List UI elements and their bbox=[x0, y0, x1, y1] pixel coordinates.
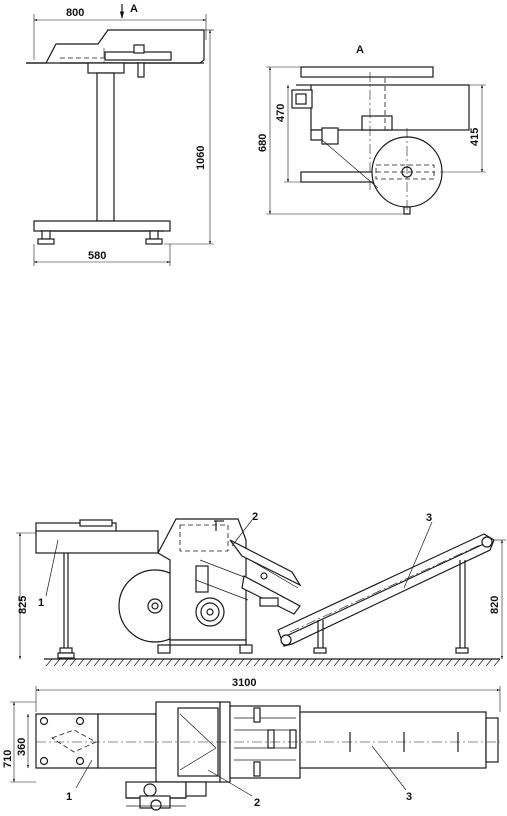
hatch-stroke bbox=[421, 658, 429, 667]
callout-leader-3 bbox=[403, 521, 433, 589]
callout-2: 2 bbox=[252, 511, 258, 523]
hatch-stroke bbox=[413, 658, 421, 667]
hatch-stroke bbox=[333, 658, 341, 667]
hatch-stroke bbox=[349, 658, 357, 667]
view-a: A 680 470 415 bbox=[257, 44, 486, 215]
callout-1: 1 bbox=[38, 597, 44, 609]
hatch-stroke bbox=[165, 658, 173, 667]
dim-width-outer: 710 bbox=[2, 750, 14, 768]
hatch-stroke bbox=[445, 658, 453, 667]
plan-callout-2: 2 bbox=[254, 797, 260, 809]
hatch-stroke bbox=[85, 658, 93, 667]
hatch-stroke bbox=[149, 658, 157, 667]
hatch-stroke bbox=[237, 658, 245, 667]
dim-left-height: 825 bbox=[17, 596, 29, 614]
hatch-stroke bbox=[173, 658, 181, 667]
hatch-stroke bbox=[77, 658, 85, 667]
top-plate bbox=[300, 66, 434, 78]
hatch-stroke bbox=[485, 658, 493, 667]
hatch-stroke bbox=[253, 658, 261, 667]
dim-inner-label: 470 bbox=[275, 104, 287, 122]
hatch-stroke bbox=[45, 658, 53, 667]
hatch-stroke bbox=[461, 658, 469, 667]
hatch-stroke bbox=[93, 658, 101, 667]
chute bbox=[229, 539, 302, 587]
callout-3: 3 bbox=[426, 512, 432, 524]
hatch-stroke bbox=[213, 658, 221, 667]
callout-leader-2 bbox=[231, 519, 253, 547]
plan-callout-leader-3 bbox=[371, 745, 407, 791]
ground-hatch bbox=[45, 658, 501, 667]
hatch-stroke bbox=[357, 658, 365, 667]
section-arrow-label: A bbox=[130, 3, 138, 15]
dim-height-label: 1060 bbox=[195, 146, 207, 170]
callout-leader-1 bbox=[45, 539, 59, 597]
side-view: 800 A 1060 580 bbox=[26, 3, 214, 266]
hatch-stroke bbox=[133, 658, 141, 667]
hatch-stroke bbox=[205, 658, 213, 667]
hatch-stroke bbox=[309, 658, 317, 667]
hatch-stroke bbox=[453, 658, 461, 667]
hatch-stroke bbox=[477, 658, 485, 667]
hatch-stroke bbox=[397, 658, 405, 667]
hatch-stroke bbox=[109, 658, 117, 667]
hatch-stroke bbox=[117, 658, 125, 667]
hatch-stroke bbox=[437, 658, 445, 667]
dim-right-label: 415 bbox=[469, 128, 481, 146]
hatch-stroke bbox=[301, 658, 309, 667]
hatch-stroke bbox=[277, 658, 285, 667]
hatch-stroke bbox=[493, 658, 501, 667]
hatch-stroke bbox=[317, 658, 325, 667]
hatch-stroke bbox=[261, 658, 269, 667]
hatch-stroke bbox=[365, 658, 373, 667]
hatch-stroke bbox=[229, 658, 237, 667]
dim-right-height: 820 bbox=[489, 596, 501, 614]
hatch-stroke bbox=[125, 658, 133, 667]
hatch-stroke bbox=[69, 658, 77, 667]
hatch-stroke bbox=[325, 658, 333, 667]
dim-base-label: 580 bbox=[88, 250, 106, 262]
dim-overall-label: 680 bbox=[257, 134, 269, 152]
plan-callout-leader-2 bbox=[207, 769, 253, 797]
table-body bbox=[35, 530, 159, 554]
hatch-stroke bbox=[101, 658, 109, 667]
dim-width-label: 800 bbox=[66, 7, 84, 19]
plan-conveyor bbox=[299, 711, 487, 769]
hatch-stroke bbox=[285, 658, 293, 667]
hatch-stroke bbox=[141, 658, 149, 667]
hatch-stroke bbox=[389, 658, 397, 667]
plan-callout-1: 1 bbox=[66, 791, 72, 803]
column bbox=[96, 72, 115, 222]
dim-length-label: 3100 bbox=[232, 677, 256, 689]
hatch-stroke bbox=[197, 658, 205, 667]
hatch-stroke bbox=[189, 658, 197, 667]
dim-width-inner: 360 bbox=[16, 738, 28, 756]
hatch-stroke bbox=[341, 658, 349, 667]
hatch-stroke bbox=[181, 658, 189, 667]
machine-plan: 3100 bbox=[2, 677, 501, 811]
hatch-stroke bbox=[293, 658, 301, 667]
hatch-stroke bbox=[405, 658, 413, 667]
plan-callout-3: 3 bbox=[406, 791, 412, 803]
base bbox=[33, 220, 171, 232]
hatch-stroke bbox=[429, 658, 437, 667]
plan-callout-leader-1 bbox=[75, 759, 93, 789]
hatch-stroke bbox=[61, 658, 69, 667]
hatch-stroke bbox=[157, 658, 165, 667]
hatch-stroke bbox=[269, 658, 277, 667]
view-a-title: A bbox=[356, 44, 364, 56]
hatch-stroke bbox=[373, 658, 381, 667]
hatch-stroke bbox=[221, 658, 229, 667]
hatch-stroke bbox=[381, 658, 389, 667]
hatch-stroke bbox=[53, 658, 61, 667]
hatch-stroke bbox=[469, 658, 477, 667]
machine-elevation: 1 2 3 825 820 bbox=[16, 511, 506, 667]
hatch-stroke bbox=[245, 658, 253, 667]
